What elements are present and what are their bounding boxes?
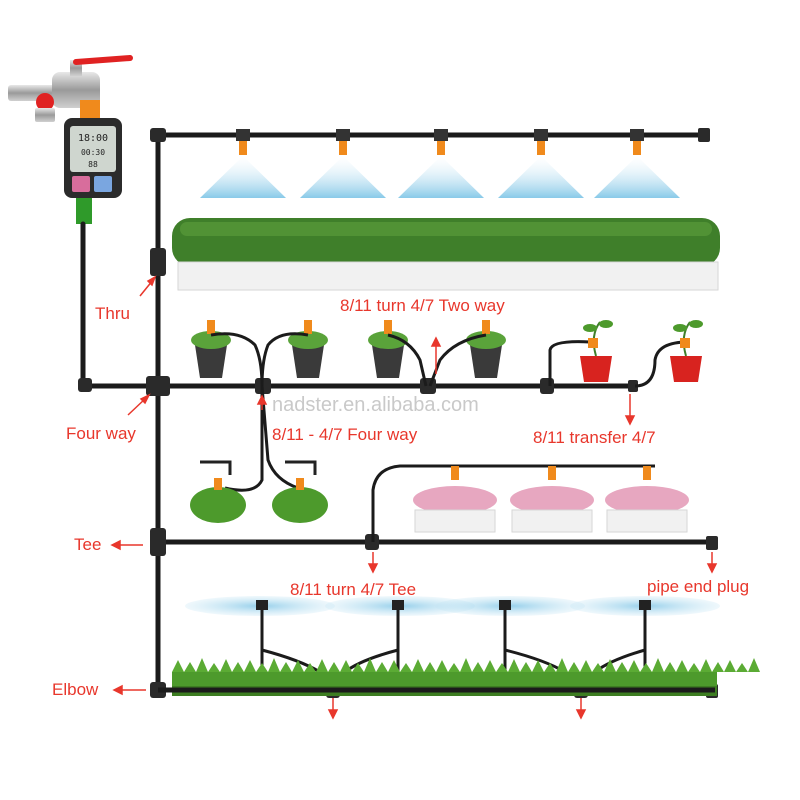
end-plug [706,536,718,550]
arrow-icon [624,415,636,426]
label-end-plug: pipe end plug [647,577,750,596]
arrow-icon [575,709,587,720]
arrow-icon [146,275,157,287]
mist-sprayers [200,129,680,198]
four-way-fitting [146,376,170,396]
label-tee: Tee [74,535,102,554]
micro-tubes [210,332,689,542]
sprayer [498,129,584,198]
flower-box [605,466,689,533]
timer-button [94,176,112,192]
label-two-way: 8/11 turn 4/7 Two way [340,296,505,315]
flower-box [510,466,594,533]
arrow-icon [110,539,121,551]
basket [272,460,328,523]
pot [288,320,328,378]
label-elbow: Elbow [52,680,99,699]
sprayer [200,129,286,198]
label-turn-tee: 8/11 turn 4/7 Tee [290,580,417,599]
timer-lcd-time: 18:00 [78,133,108,144]
hedge-planter [172,218,720,291]
arrow-icon [112,684,123,696]
arrow-icon [706,563,718,574]
pot [191,320,231,378]
label-thru: Thru [95,304,130,323]
label-four-way: Four way [66,424,136,443]
sprayer [300,129,386,198]
hanging-baskets [190,460,328,523]
timer-lcd-line2: 00:30 [81,148,105,157]
flower-planters [413,466,689,533]
hose-connector [76,198,92,224]
faucet [8,55,133,122]
basket [190,460,246,523]
arrow-icon [256,394,268,405]
red-pots [580,320,703,382]
arrow-icon [327,709,339,720]
red-pot [670,320,703,382]
end-plug [698,128,710,142]
tee-fitting [150,528,166,556]
red-pot [580,320,613,382]
timer-button [72,176,90,192]
hanging-pots [191,320,506,378]
valve-knob-icon [36,93,54,111]
sprayer [594,129,680,198]
arrow-icon [139,393,151,405]
water-timer: 18:00 00:30 88 [64,118,122,224]
timer-lcd-line3: 88 [88,160,98,169]
arrow-icon [430,336,442,347]
arrow-icon [367,563,379,574]
sprayer [398,129,484,198]
callout-arrows [110,275,718,720]
flower-box [413,466,497,533]
thru-fitting [150,248,166,276]
watermark: nadster.en.alibaba.com [272,394,479,416]
faucet-handle-icon [73,55,133,65]
label-transfer: 8/11 transfer 4/7 [533,428,656,447]
pot [368,320,408,378]
label-four-way-adapter: 8/11 - 4/7 Four way [272,425,418,444]
pot [466,320,506,378]
timer-lcd [70,126,116,172]
